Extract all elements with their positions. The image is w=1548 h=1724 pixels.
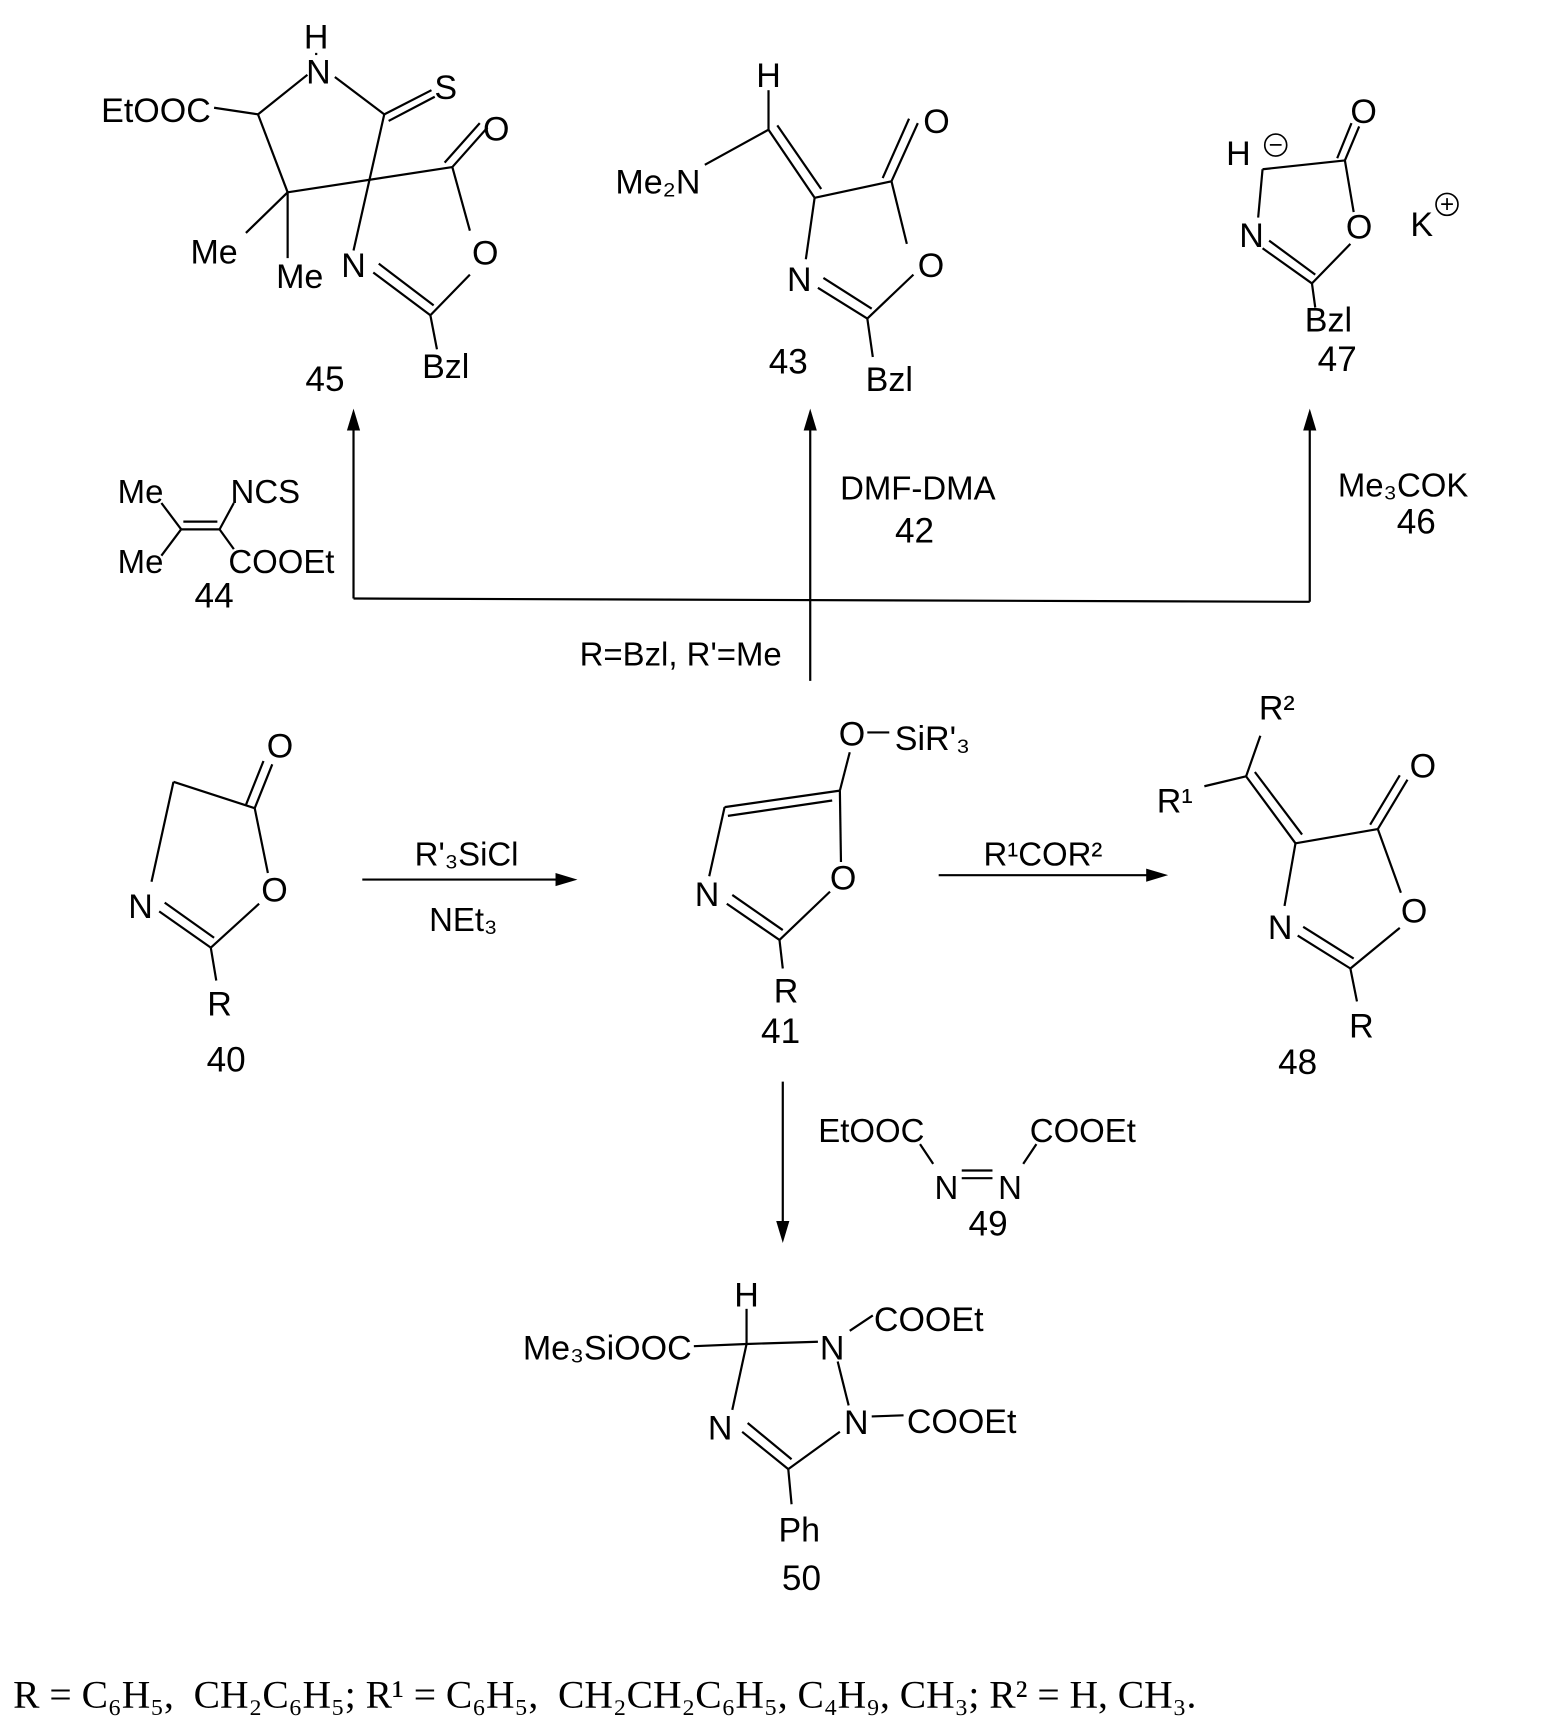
- compound-40: O O N R 40: [128, 728, 293, 1080]
- silyl-group: SiR'₃: [895, 720, 970, 758]
- atom-n-ring: N: [128, 888, 153, 926]
- reagent-44: Me Me NCS COOEt 44: [118, 473, 335, 615]
- reagent-number: 49: [969, 1204, 1008, 1243]
- branch-arrows: [346, 408, 1317, 681]
- compound-number: 50: [782, 1559, 821, 1598]
- bonds: [1257, 122, 1459, 308]
- substituent-r: Bzl: [422, 348, 469, 386]
- compound-number: 45: [305, 360, 344, 399]
- atom-o-ring: O: [1401, 892, 1427, 930]
- step-2-reagent: R¹COR²: [984, 835, 1103, 872]
- potassium-cation: K: [1410, 206, 1433, 244]
- substituent-r2: R²: [1259, 689, 1295, 727]
- atom-h: H: [1226, 135, 1251, 173]
- atom-h: H: [756, 57, 781, 95]
- compound-47: H − O O N K + Bzl 47: [1226, 93, 1459, 379]
- methyl-bottom: Me: [118, 543, 164, 580]
- ester-left: EtOOC: [818, 1112, 924, 1149]
- reagent-number: 44: [195, 576, 234, 615]
- atom-o-exo: O: [267, 728, 293, 766]
- compound-41: O SiR'₃ O N R 41: [695, 716, 970, 1052]
- arrowhead-up: [1303, 408, 1317, 431]
- compound-number: 47: [1318, 340, 1357, 379]
- substituent-r: R: [1349, 1008, 1374, 1046]
- branch-condition: R=Bzl, R'=Me: [580, 635, 782, 672]
- atom-o: O: [839, 716, 865, 754]
- arrow-step-3: [776, 1081, 790, 1243]
- ester-group: EtOOC: [101, 92, 211, 130]
- ester-group: COOEt: [228, 543, 334, 580]
- compound-50: H Me₃SiOOC N COOEt N COOEt N Ph 50: [523, 1277, 1017, 1598]
- methyl-2: Me: [276, 258, 323, 296]
- atom-h: H: [734, 1277, 759, 1315]
- phenyl-group: Ph: [778, 1512, 820, 1550]
- atom-n-ring: N: [695, 876, 720, 914]
- bonds: [213, 52, 489, 350]
- atom-h: H: [304, 18, 329, 56]
- atom-s: S: [434, 69, 457, 107]
- dimethylamino-group: Me₂N: [615, 163, 700, 201]
- ester-group-1: COOEt: [874, 1301, 984, 1339]
- substituent-r: R: [207, 986, 232, 1024]
- methyl-1: Me: [190, 234, 237, 272]
- atom-n: N: [998, 1169, 1022, 1206]
- reagent-42-name: DMF-DMA: [840, 470, 995, 507]
- compound-number: 48: [1278, 1043, 1317, 1082]
- reagent-49: EtOOC COOEt N N 49: [818, 1112, 1136, 1243]
- compound-45: H N S O O N EtOOC Me Me Bzl 45: [101, 18, 509, 399]
- substituent-r: R: [774, 973, 799, 1011]
- ester-right: COOEt: [1030, 1112, 1136, 1149]
- atom-o-exo: O: [923, 103, 949, 141]
- atom-o-ring: O: [830, 859, 856, 897]
- atom-n3: N: [708, 1409, 733, 1447]
- atom-o-ring: O: [918, 247, 944, 285]
- compound-48: R² R¹ O O N R 48: [1157, 689, 1436, 1082]
- negative-charge: −: [1269, 132, 1283, 159]
- reagent-46-name: Me₃COK: [1338, 466, 1469, 503]
- isothiocyanate-group: NCS: [231, 473, 301, 510]
- atom-o-ring: O: [261, 872, 287, 910]
- atom-o-ring: O: [1346, 208, 1372, 246]
- reagent-42-number: 42: [895, 512, 934, 551]
- substituent-r: Bzl: [866, 361, 913, 399]
- atom-n-ring: N: [1268, 909, 1293, 947]
- atom-n1: N: [820, 1329, 845, 1367]
- atom-o-exo: O: [1410, 747, 1436, 785]
- atom-n2: N: [844, 1404, 869, 1442]
- bonds: [150, 760, 274, 981]
- step-1-base: NEt₃: [429, 901, 497, 938]
- compound-number: 41: [761, 1012, 800, 1051]
- atom-n-ring: N: [1239, 217, 1264, 255]
- reagent-46-number: 46: [1397, 503, 1436, 542]
- compound-number: 40: [207, 1041, 246, 1080]
- arrowhead-up: [346, 408, 361, 431]
- silyl-ester-group: Me₃SiOOC: [523, 1329, 692, 1367]
- bonds: [693, 1308, 904, 1505]
- bonds: [1204, 735, 1409, 1002]
- step-1-reagent: R'₃SiCl: [415, 835, 519, 872]
- atom-n-ring: N: [787, 261, 812, 299]
- positive-charge: +: [1440, 191, 1454, 218]
- substituent-r: Bzl: [1305, 302, 1352, 340]
- atom-n-ring: N: [341, 247, 366, 285]
- ester-group-2: COOEt: [907, 1403, 1017, 1441]
- atom-o-exo: O: [1350, 93, 1376, 131]
- bonds: [708, 731, 890, 969]
- atom-n: N: [934, 1169, 958, 1206]
- substituent-r1: R¹: [1157, 783, 1193, 821]
- compound-number: 43: [769, 342, 808, 381]
- bonds: [704, 90, 919, 358]
- atom-o-exo: O: [483, 111, 509, 149]
- arrowhead-up: [803, 408, 817, 431]
- methyl-top: Me: [118, 473, 164, 510]
- atom-o-ring: O: [472, 235, 498, 273]
- arrow-step-1: [362, 872, 578, 887]
- atom-n: N: [306, 54, 331, 92]
- substituent-definitions: R = C₆H₅, CH₂C₆H₅; R¹ = C₆H₅, CH₂CH₂C₆H₅…: [13, 1672, 1196, 1716]
- arrow-step-2: [938, 868, 1169, 882]
- compound-43: H Me₂N O O N Bzl 43: [615, 57, 949, 399]
